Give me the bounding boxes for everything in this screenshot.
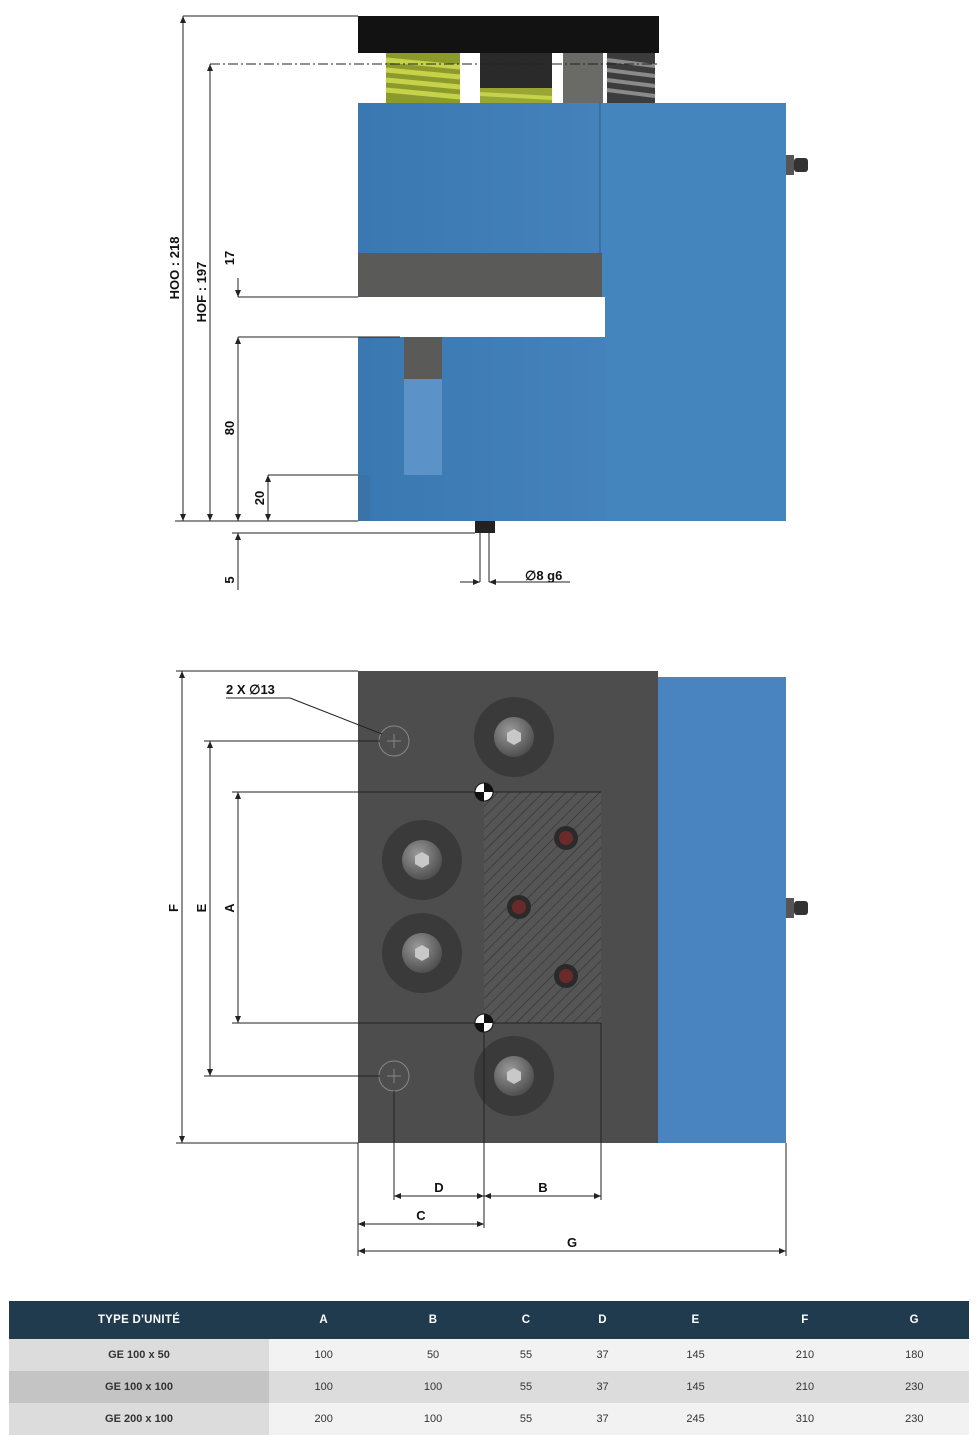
dim-hoo: HOO : 218	[167, 237, 182, 300]
cell-c: 55	[487, 1339, 565, 1371]
dim-20: 20	[252, 491, 267, 505]
cell-type: GE 200 x 100	[9, 1403, 269, 1435]
cell-g: 180	[859, 1339, 969, 1371]
cell-f: 210	[750, 1371, 860, 1403]
header-e: E	[640, 1301, 751, 1339]
body-right	[600, 103, 786, 521]
hatched-area	[484, 792, 601, 1023]
table-row: GE 100 x 50 100 50 55 37 145 210 180	[9, 1339, 969, 1371]
dim-hof: HOF : 197	[194, 262, 209, 323]
upper-insert	[358, 253, 602, 297]
grease-nipple-top	[786, 898, 808, 918]
bolt-bottom	[474, 1036, 554, 1116]
spring-center	[479, 53, 553, 103]
cell-a: 100	[269, 1339, 379, 1371]
body-lower	[358, 337, 606, 521]
table-row: GE 100 x 100 100 100 55 37 145 210 230	[9, 1371, 969, 1403]
cell-d: 37	[564, 1371, 641, 1403]
dim-17: 17	[222, 251, 237, 265]
locating-pin	[475, 521, 495, 533]
dimension-table: TYPE D'UNITÉ A B C D E F G GE 100 x 50 1…	[9, 1301, 969, 1435]
cell-d: 37	[564, 1403, 641, 1435]
dim-pin: ∅8 g6	[525, 568, 562, 583]
cell-e: 145	[640, 1339, 751, 1371]
table-row: GE 200 x 100 200 100 55 37 245 310 230	[9, 1403, 969, 1435]
spring-right	[606, 53, 656, 103]
side-view: HOO : 218 HOF : 197 17 80 20 5 ∅8 g6	[167, 15, 808, 590]
dim-80: 80	[222, 421, 237, 435]
cell-e: 245	[640, 1403, 751, 1435]
dim-G: G	[567, 1235, 577, 1250]
cell-b: 50	[378, 1339, 488, 1371]
slot-gap	[358, 297, 605, 337]
cell-f: 310	[750, 1403, 860, 1435]
cell-c: 55	[487, 1371, 565, 1403]
header-b: B	[378, 1301, 488, 1339]
cell-e: 145	[640, 1371, 751, 1403]
datum-bottom	[474, 1013, 494, 1033]
header-f: F	[750, 1301, 860, 1339]
dim-holes: 2 X ∅13	[226, 682, 275, 697]
dim-D: D	[434, 1180, 443, 1195]
cell-type: GE 100 x 50	[9, 1339, 269, 1371]
cell-b: 100	[378, 1403, 488, 1435]
spacer-block	[563, 53, 603, 103]
spring-left	[385, 53, 461, 103]
body-upper	[358, 103, 606, 253]
header-d: D	[564, 1301, 641, 1339]
cell-f: 210	[750, 1339, 860, 1371]
top-plate	[358, 16, 659, 53]
dim-E: E	[194, 903, 209, 912]
cell-a: 100	[269, 1371, 379, 1403]
header-type: TYPE D'UNITÉ	[9, 1301, 269, 1339]
cell-d: 37	[564, 1339, 641, 1371]
dim-5: 5	[222, 576, 237, 583]
dim-B: B	[538, 1180, 547, 1195]
cell-g: 230	[859, 1403, 969, 1435]
header-a: A	[269, 1301, 379, 1339]
blue-body-top	[655, 677, 786, 1143]
cell-b: 100	[378, 1371, 488, 1403]
dim-A: A	[222, 903, 237, 913]
table-header-row: TYPE D'UNITÉ A B C D E F G	[9, 1301, 969, 1339]
cell-a: 200	[269, 1403, 379, 1435]
grease-nipple	[786, 155, 808, 175]
bolt-left-upper	[382, 820, 462, 900]
header-c: C	[487, 1301, 565, 1339]
dim-C: C	[416, 1208, 426, 1223]
cell-g: 230	[859, 1371, 969, 1403]
top-view: 2 X ∅13 F E A D B C G	[166, 670, 808, 1256]
header-g: G	[859, 1301, 969, 1339]
technical-drawing: HOO : 218 HOF : 197 17 80 20 5 ∅8 g6	[166, 15, 808, 1256]
bolt-left-lower	[382, 913, 462, 993]
dim-F: F	[166, 904, 181, 912]
cell-type: GE 100 x 100	[9, 1371, 269, 1403]
bolt-top	[474, 697, 554, 777]
datum-top	[474, 782, 494, 802]
red-screws	[507, 826, 578, 988]
cell-c: 55	[487, 1403, 565, 1435]
